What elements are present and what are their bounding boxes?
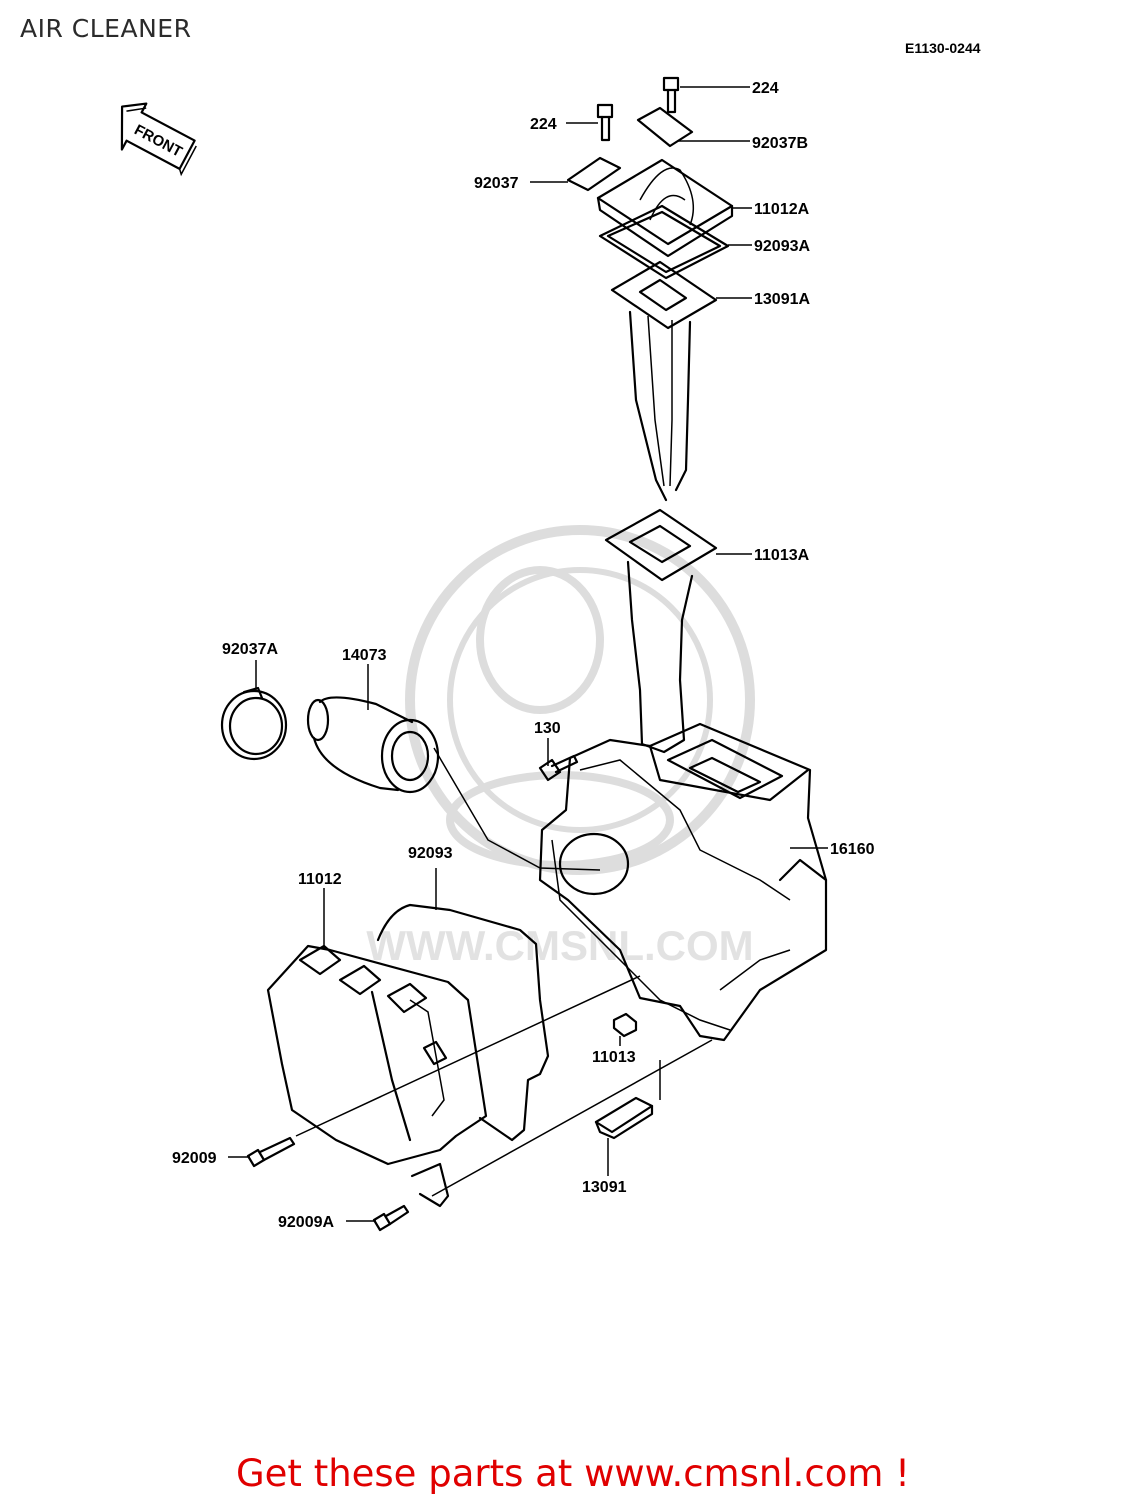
label-leaders (228, 86, 828, 1222)
cap-11012-icon (266, 944, 488, 1166)
clip-92037-icon (566, 156, 622, 192)
label-92009a: 92009A (278, 1214, 334, 1231)
housing-16160-icon (538, 722, 828, 1042)
duct-11013a-icon (604, 508, 718, 754)
watermark-text: WWW.CMSNL.COM (366, 922, 753, 969)
label-11013a: 11013A (754, 547, 810, 564)
bracket-92037b-icon (636, 106, 694, 148)
page-title: AIR CLEANER (20, 14, 192, 43)
label-13091a: 13091A (754, 291, 810, 308)
leader-element-housing (433, 747, 601, 871)
label-11012: 11012 (298, 871, 342, 888)
leader-cap-housing-a (295, 975, 641, 1137)
leader-cap-housing-b (431, 1039, 713, 1197)
label-92037a: 92037A (222, 641, 278, 658)
label-92037: 92037 (474, 175, 519, 192)
bolt-224-left-icon (596, 103, 614, 142)
bolt-224-top-icon (662, 76, 680, 114)
label-13091: 13091 (582, 1179, 627, 1196)
label-92093: 92093 (408, 845, 453, 862)
bracket-lower-icon (410, 1162, 450, 1208)
band-92037a-icon (220, 686, 288, 761)
label-130: 130 (534, 720, 561, 737)
element-14073-icon (306, 696, 440, 794)
watermark-logo: WWW.CMSNL.COM (366, 525, 755, 969)
gasket-92093a-icon (598, 204, 730, 280)
label-11013: 11013 (592, 1049, 636, 1066)
front-arrow-icon: FRONT (120, 102, 197, 177)
duct-13091a-icon (610, 260, 718, 502)
label-11012a: 11012A (754, 201, 810, 218)
gasket-92093-icon (376, 903, 550, 1142)
front-arrow-label: FRONT (131, 121, 185, 160)
footer-link[interactable]: Get these parts at www.cmsnl.com ! (235, 1452, 910, 1495)
label-224-top: 224 (752, 80, 779, 97)
label-16160: 16160 (830, 841, 875, 858)
label-14073: 14073 (342, 647, 387, 664)
diagram-code: E1130-0244 (905, 40, 981, 56)
cover-11012a-icon (596, 158, 734, 258)
label-92009: 92009 (172, 1150, 217, 1167)
screw-92009-icon (246, 1136, 296, 1168)
label-92093a: 92093A (754, 238, 810, 255)
screw-92009a-icon (372, 1204, 410, 1232)
label-92037b: 92037B (752, 135, 808, 152)
seal-13091-icon (594, 1096, 654, 1140)
label-224-left: 224 (530, 116, 557, 133)
block-11013-icon (612, 1012, 638, 1038)
